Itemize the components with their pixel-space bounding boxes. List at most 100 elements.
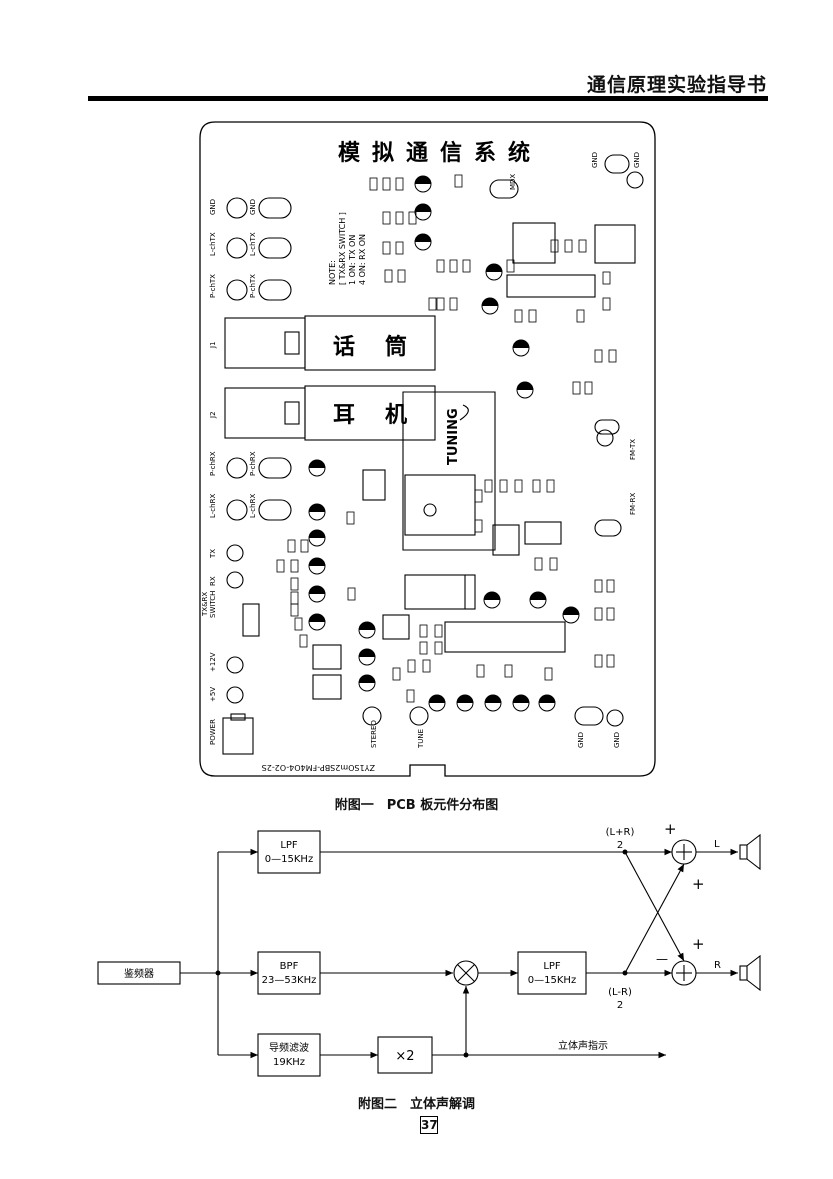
page-number: 37: [420, 1116, 438, 1134]
pcb-title-char: 信: [440, 140, 462, 166]
smd-component: [606, 607, 615, 621]
lpf-box-2: [517, 951, 587, 995]
smd-component: [382, 211, 391, 225]
lpf2-line2: 0—15KHz: [528, 975, 576, 986]
tuning-label: TUNING: [446, 408, 461, 465]
smd-component: [584, 381, 593, 395]
smd-component: [606, 579, 615, 593]
lpf1-line1: LPF: [280, 840, 298, 851]
smd-component: [408, 211, 417, 225]
pcb-jack-label: P-chRX: [249, 451, 257, 476]
capacitor-polarity: [309, 586, 325, 594]
lpf2-line1: LPF: [543, 961, 561, 972]
speaker-left-icon: [739, 844, 748, 860]
smd-component: [346, 511, 355, 525]
smd-component: [484, 479, 493, 493]
output-l: L: [714, 839, 720, 850]
smd-component: [434, 624, 443, 638]
smd-component: [594, 607, 603, 621]
pilot-filter-box: [257, 1033, 321, 1077]
capacitor-polarity: [517, 382, 533, 390]
pcb-right-label: FM-TX: [629, 439, 637, 460]
lpf-box-1: [257, 830, 321, 874]
smd-component: [572, 381, 581, 395]
pcb-left-label: RX: [209, 576, 217, 586]
capacitor-polarity: [415, 204, 431, 212]
capacitor-polarity: [415, 234, 431, 242]
pcb-right-label: GND: [633, 152, 641, 168]
pcb-right-label: GND: [613, 732, 621, 748]
pcb-left-label: TX&RX: [201, 592, 209, 617]
smd-component: [436, 297, 445, 311]
capacitor-polarity: [359, 622, 375, 630]
smd-component: [528, 309, 537, 323]
minus-sign: —: [656, 952, 668, 966]
smd-component: [474, 519, 483, 533]
capacitor-polarity: [513, 695, 529, 703]
pcb-figure: 模拟通信系统: [199, 121, 656, 777]
smd-component: [419, 641, 428, 655]
smd-component: [506, 259, 515, 273]
pcb-right-label: GND: [577, 732, 585, 748]
smd-component: [290, 603, 299, 617]
caption-diagram: 附图二 立体声解调: [357, 1097, 475, 1112]
smd-component: [395, 241, 404, 255]
stereo-indicator-label: 立体声指示: [558, 1039, 608, 1052]
pcb-left-label: P-chTX: [209, 274, 217, 298]
smd-component: [290, 577, 299, 591]
smd-component: [382, 241, 391, 255]
pilot-line2: 19KHz: [273, 1057, 305, 1068]
smd-component: [608, 349, 617, 363]
pcb-jack-label: GND: [249, 199, 257, 215]
discriminator-label: 鉴频器: [124, 967, 154, 980]
capacitor-polarity: [484, 592, 500, 600]
smd-component: [392, 667, 401, 681]
pcb-note: NOTE: [ TX&RX SWITCH ] 1 ON: TX ON 4 ON:…: [328, 212, 367, 285]
capacitor-polarity: [482, 298, 498, 306]
caption-pcb: 附图一 PCB 板元件分布图: [334, 798, 499, 813]
smd-component: [449, 259, 458, 273]
pcb-left-label: +5V: [209, 687, 217, 702]
pcb-title-char: 统: [508, 140, 530, 166]
smd-component: [594, 654, 603, 668]
smd-component: [578, 239, 587, 253]
smd-component: [419, 624, 428, 638]
diff-denominator: 2: [617, 1000, 623, 1011]
capacitor-polarity: [539, 695, 555, 703]
pcb-right-label: GND: [591, 152, 599, 168]
smd-component: [550, 239, 559, 253]
pcb-title-char: 系: [474, 141, 496, 166]
smd-component: [594, 349, 603, 363]
pcb-outline: [199, 121, 656, 777]
pcb-left-label: J1: [209, 341, 217, 349]
stereo-diagram: 鉴频器 LPF 0—15KHz BPF 23—53KHz 导频滤波 19KHz …: [97, 820, 761, 1077]
smd-component: [395, 211, 404, 225]
stereo-label: STEREO: [370, 720, 378, 748]
output-r: R: [714, 960, 721, 971]
smd-component: [382, 177, 391, 191]
smd-component: [462, 259, 471, 273]
capacitor-polarity: [530, 592, 546, 600]
header-title: 通信原理实验指导书: [586, 74, 767, 96]
smd-component: [532, 479, 541, 493]
pcb-left-label: POWER: [209, 719, 217, 745]
smd-component: [287, 539, 296, 553]
smd-component: [395, 177, 404, 191]
capacitor-polarity: [309, 504, 325, 512]
ear-char-2: 机: [385, 403, 407, 428]
smd-component: [369, 177, 378, 191]
tune-label: TUNE: [417, 729, 425, 749]
smd-component: [434, 641, 443, 655]
capacitor-polarity: [309, 558, 325, 566]
pcb-title-char: 拟: [372, 141, 394, 166]
pcb-left-label: L-chTX: [209, 232, 217, 256]
smd-component: [606, 654, 615, 668]
pcb-left-label: J2: [209, 411, 217, 419]
smd-component: [422, 659, 431, 673]
smd-component: [290, 559, 299, 573]
pcb-jack-label: L-chRX: [249, 494, 257, 518]
pilot-line1: 导频滤波: [269, 1041, 309, 1054]
smd-component: [602, 271, 611, 285]
bpf-line1: BPF: [280, 961, 299, 972]
pcb-left-label: P-chRX: [209, 451, 217, 476]
